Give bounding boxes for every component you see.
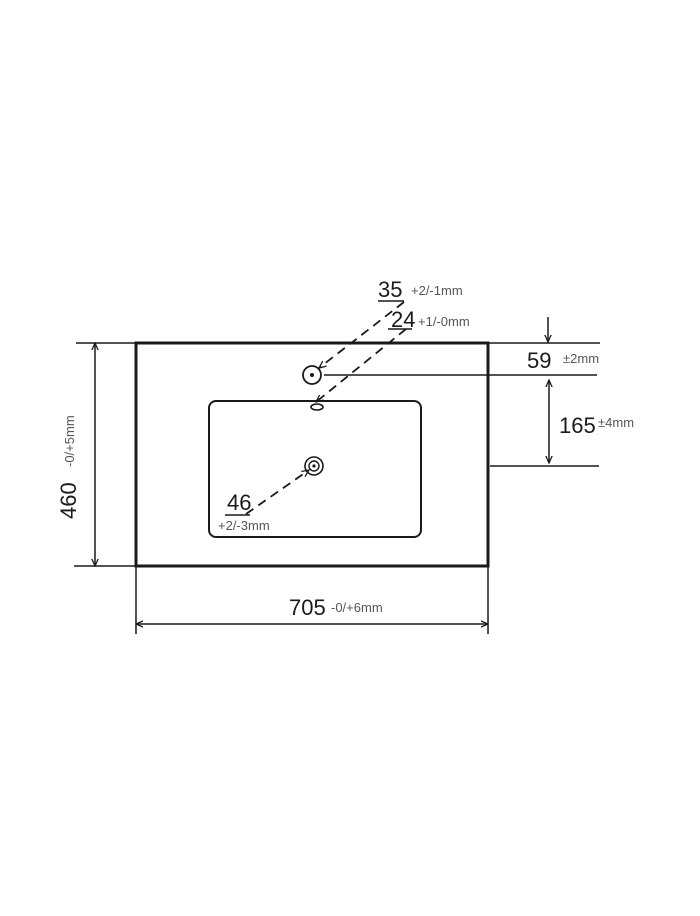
tap-to-basin-value: 165 [559,413,596,438]
width-tolerance: -0/+6mm [331,600,383,615]
waste-value: 46 [227,490,251,515]
waste-outlet-outer [304,456,324,476]
tap-hole-value: 35 [378,277,402,302]
depth-tolerance: -0/+5mm [62,415,77,467]
waste-outlet-center-dot [312,464,316,468]
overflow-slot [310,403,324,411]
overflow-tolerance: +1/-0mm [418,314,470,329]
overflow-leader [316,328,407,402]
edge-to-tap-tolerance: ±2mm [563,351,599,366]
waste-leader [245,470,309,515]
basin-bowl-outline [208,400,422,538]
width-value: 705 [289,595,326,620]
tap-hole-leader [319,301,405,368]
tap-hole-circle [302,365,322,385]
tap-to-basin-tolerance: ±4mm [598,415,634,430]
waste-tolerance: +2/-3mm [218,518,270,533]
overflow-value: 24 [391,307,415,332]
tap-hole-center-dot [310,373,314,377]
countertop-outline [134,341,490,568]
tap-hole-tolerance: +2/-1mm [411,283,463,298]
edge-to-tap-value: 59 [527,348,551,373]
depth-value: 460 [56,482,81,519]
waste-outlet-inner [308,460,320,472]
